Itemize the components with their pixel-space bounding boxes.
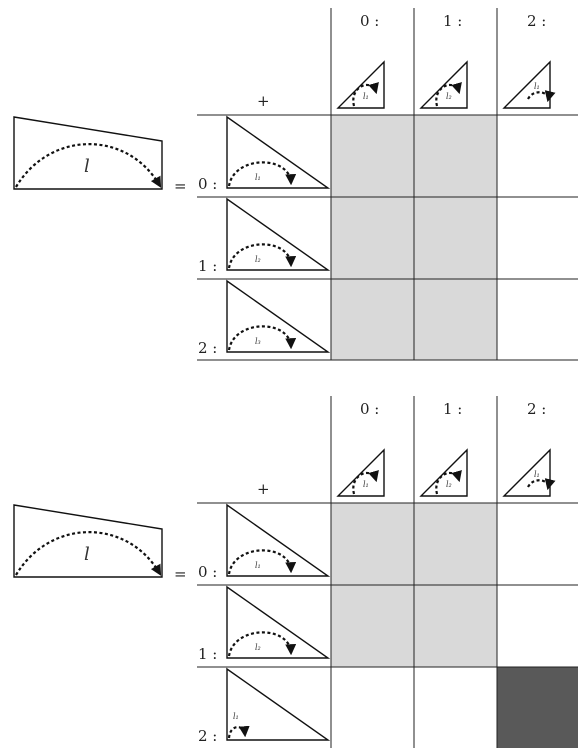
- cell-r2-c2: [497, 279, 578, 360]
- plus-operator: +: [257, 480, 270, 498]
- svg-text:l₂: l₂: [446, 92, 452, 101]
- panel-top: 0 : 1 : 2 : l₁ l₂ l₁ + 0 : l₁ 1 :: [13, 8, 578, 361]
- row-triangle-1: l₂: [226, 197, 331, 271]
- column-label-1: 1 :: [443, 400, 462, 418]
- svg-text:l₁: l₁: [233, 712, 239, 721]
- cell-r0-c0: [331, 503, 414, 585]
- panel-bottom: 0 : 1 : 2 : l₁ l₂ l₁ + 0 : l₁ 1 :: [13, 396, 578, 748]
- row-label-0: 0 :: [198, 175, 217, 193]
- row-triangle-2: l₁: [226, 667, 331, 741]
- result-trapezoid: l: [13, 504, 163, 578]
- row-triangle-0: l₁: [226, 503, 331, 577]
- column-triangle-0: l₁: [336, 448, 385, 497]
- column-label-2: 2 :: [527, 12, 546, 30]
- column-label-1: 1 :: [443, 12, 462, 30]
- cell-r0-c2: [497, 115, 578, 197]
- cell-r0-c1: [414, 115, 497, 197]
- column-label-2: 2 :: [527, 400, 546, 418]
- column-triangle-0: l₁: [336, 60, 385, 109]
- cell-r2-c0: [331, 667, 414, 748]
- cell-r0-c2: [497, 503, 578, 585]
- svg-text:l₁: l₁: [363, 92, 369, 101]
- result-trapezoid: l: [13, 116, 163, 190]
- column-triangle-1: l₂: [419, 60, 468, 109]
- cell-r0-c1: [414, 503, 497, 585]
- svg-text:l₁: l₁: [534, 82, 540, 91]
- equals-operator: =: [174, 565, 187, 583]
- plus-operator: +: [257, 92, 270, 110]
- row-label-0: 0 :: [198, 563, 217, 581]
- cell-r1-c1: [414, 585, 497, 667]
- cell-r1-c2: [497, 585, 578, 667]
- svg-text:l: l: [84, 156, 90, 177]
- svg-text:l₂: l₂: [255, 643, 261, 652]
- cell-r2-c1: [414, 667, 497, 748]
- column-triangle-2: l₁: [502, 448, 556, 497]
- column-triangle-2: l₁: [502, 60, 556, 109]
- column-label-0: 0 :: [360, 400, 379, 418]
- svg-text:l: l: [84, 544, 90, 565]
- cell-r1-c1: [414, 197, 497, 279]
- row-label-1: 1 :: [198, 645, 217, 663]
- cell-r1-c0: [331, 585, 414, 667]
- equals-operator: =: [174, 177, 187, 195]
- svg-text:l₁: l₁: [255, 561, 261, 570]
- cell-r1-c2: [497, 197, 578, 279]
- svg-text:l₁: l₁: [534, 470, 540, 479]
- cell-r1-c0: [331, 197, 414, 279]
- column-triangle-1: l₂: [419, 448, 468, 497]
- row-label-2: 2 :: [198, 339, 217, 357]
- svg-text:l₁: l₁: [255, 173, 261, 182]
- row-label-2: 2 :: [198, 727, 217, 745]
- cell-r2-c0: [331, 279, 414, 360]
- cell-r2-c1: [414, 279, 497, 360]
- cell-r0-c0: [331, 115, 414, 197]
- svg-text:l₃: l₃: [255, 337, 261, 346]
- row-triangle-1: l₂: [226, 585, 331, 659]
- svg-text:l₂: l₂: [446, 480, 452, 489]
- svg-text:l₁: l₁: [363, 480, 369, 489]
- column-label-0: 0 :: [360, 12, 379, 30]
- row-triangle-2: l₃: [226, 279, 331, 353]
- row-label-1: 1 :: [198, 257, 217, 275]
- row-triangle-0: l₁: [226, 115, 331, 189]
- svg-text:l₂: l₂: [255, 255, 261, 264]
- cell-r2-c2: [497, 667, 578, 748]
